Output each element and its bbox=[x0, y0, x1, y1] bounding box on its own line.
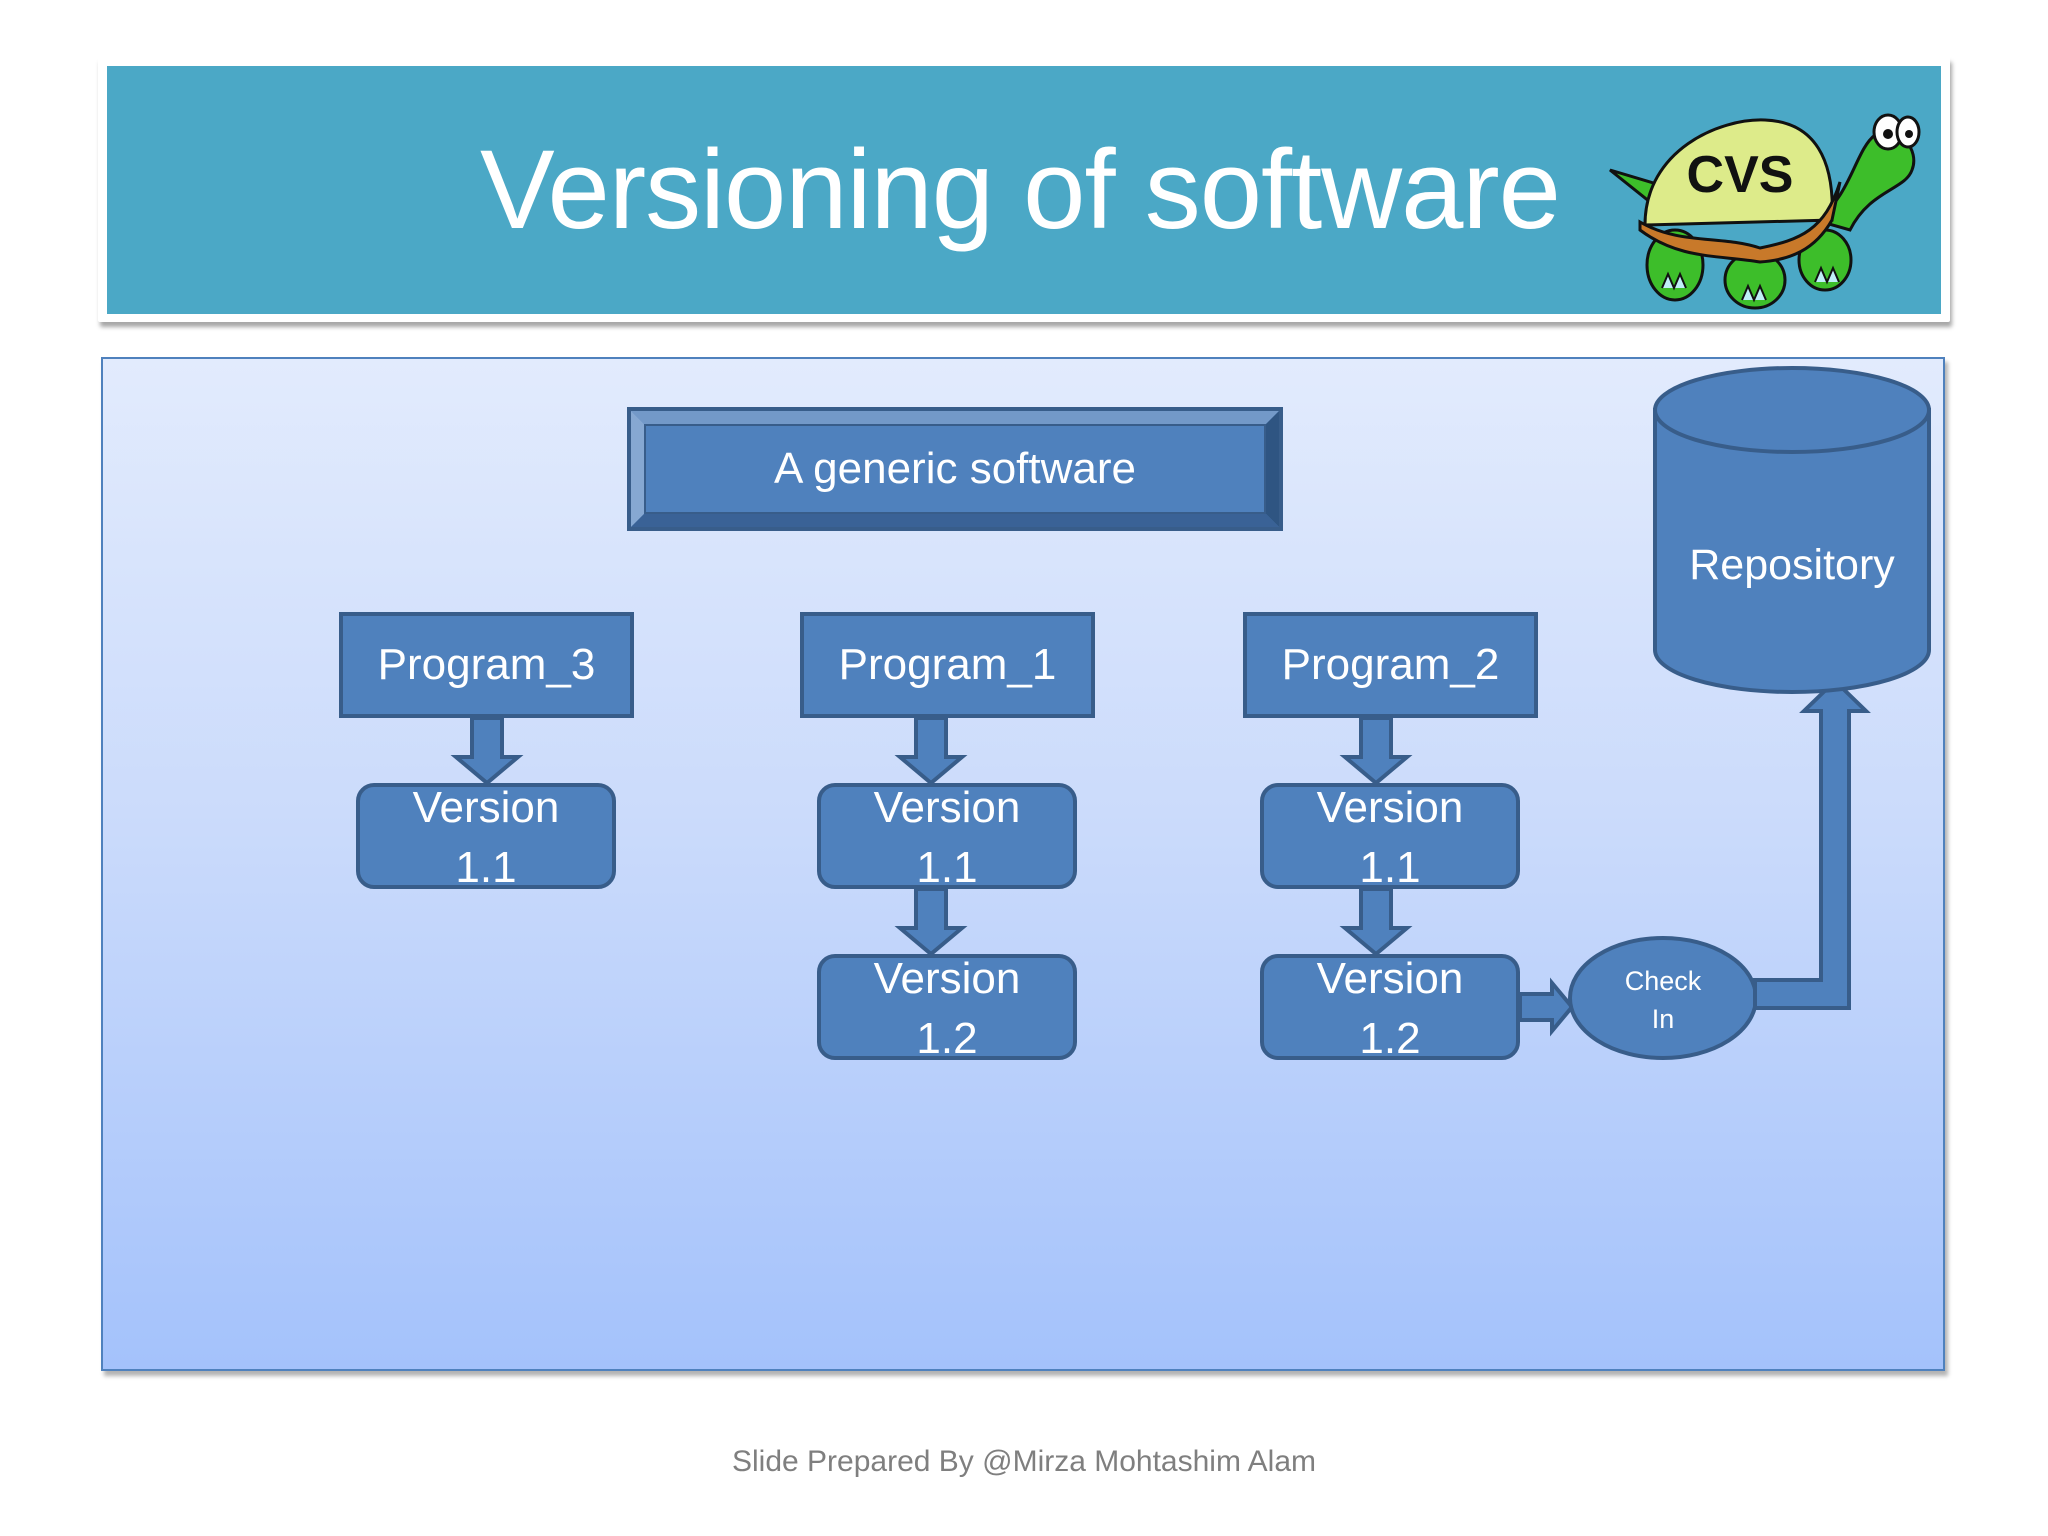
program-1-version-1-1: Version 1.1 bbox=[819, 778, 1075, 898]
program-3-version-1-1: Version 1.1 bbox=[358, 778, 614, 898]
check-in-node: Check In bbox=[1570, 950, 1756, 1050]
repository-cylinder: Repository bbox=[1689, 540, 1895, 589]
version-label: Version bbox=[873, 954, 1021, 1003]
check-in-line-2: In bbox=[1651, 1004, 1675, 1034]
check-in-line-1: Check bbox=[1624, 966, 1702, 996]
version-label: Version bbox=[1316, 954, 1464, 1003]
program-1-version-1-2: Version 1.2 bbox=[819, 949, 1075, 1069]
slide-title: Versioning of software bbox=[480, 127, 1561, 252]
program-1-box: Program_1 bbox=[838, 640, 1057, 689]
root-software-box: A generic software bbox=[774, 444, 1136, 493]
version-label: Version bbox=[412, 783, 560, 832]
version-number: 1.2 bbox=[916, 1014, 978, 1063]
cvs-turtle-icon: CVS bbox=[1609, 113, 1921, 310]
version-number: 1.1 bbox=[455, 843, 517, 892]
version-number: 1.2 bbox=[1359, 1014, 1421, 1063]
version-number: 1.1 bbox=[1359, 843, 1421, 892]
version-number: 1.1 bbox=[916, 843, 978, 892]
root-box-shape bbox=[627, 407, 1283, 531]
program-2-version-1-1: Version 1.1 bbox=[1262, 778, 1518, 898]
svg-text:CVS: CVS bbox=[1687, 146, 1794, 204]
footer-credit: Slide Prepared By @Mirza Mohtashim Alam bbox=[731, 1445, 1316, 1478]
program-2-version-1-2: Version 1.2 bbox=[1262, 949, 1518, 1069]
version-label: Version bbox=[873, 783, 1021, 832]
program-2-box: Program_2 bbox=[1281, 640, 1500, 689]
version-label: Version bbox=[1316, 783, 1464, 832]
program-3-box: Program_3 bbox=[377, 640, 596, 689]
